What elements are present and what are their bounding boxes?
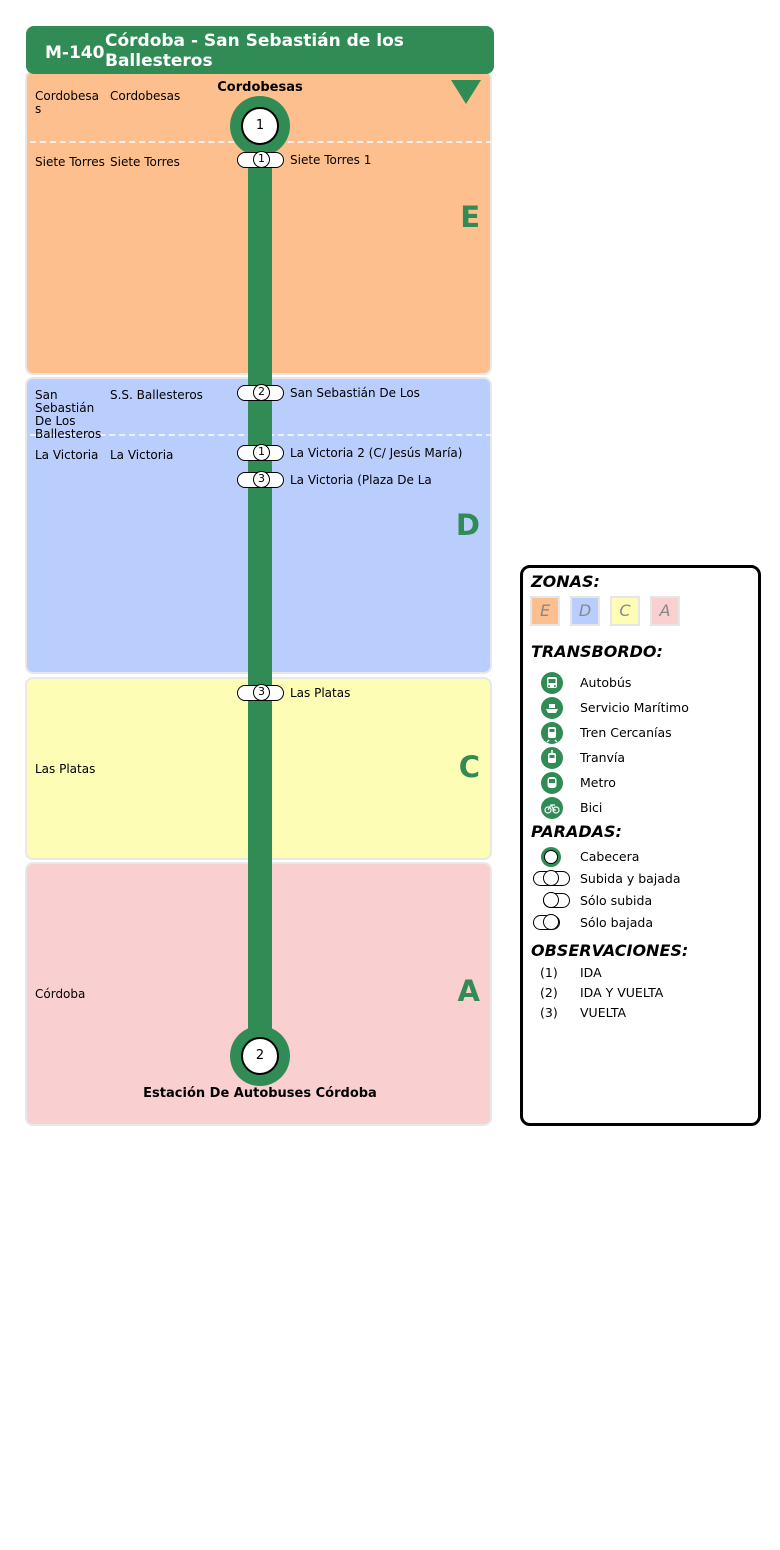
zone-letter: E (460, 200, 480, 234)
stop-marker[interactable]: 1 (237, 444, 284, 461)
bike-icon (541, 797, 563, 819)
locality-name: Siete Torres (110, 155, 180, 169)
transfer-label: Tren Cercanías (580, 725, 672, 740)
terminal-start-name: Cordobesas (217, 80, 303, 95)
train-icon (541, 722, 563, 744)
municipality-name: Cordobesas (35, 89, 100, 116)
legend-transbordo-title: TRANSBORDO: (531, 642, 663, 661)
stop-observation: 2 (253, 384, 270, 401)
line-code: M-140 (45, 43, 105, 63)
zone-letter: A (457, 974, 480, 1008)
stop-type-label: Cabecera (580, 849, 640, 864)
municipality-name: Siete Torres (35, 155, 105, 169)
stop-marker[interactable]: 2 (237, 384, 284, 401)
stop-label: Las Platas (290, 686, 351, 700)
stop-observation: 1 (253, 151, 270, 168)
observation-label: VUELTA (580, 1005, 627, 1020)
stop-marker[interactable]: 3 (237, 684, 284, 701)
terminal-start-number: 1 (241, 107, 279, 145)
legend-zone-swatch: E (530, 596, 560, 626)
municipality-name: Las Platas (35, 762, 96, 776)
legend-zone-swatch: D (570, 596, 600, 626)
transfer-label: Bici (580, 800, 603, 815)
stop-observation: 3 (253, 471, 270, 488)
zone-letter: C (458, 750, 480, 784)
terminal-end-number: 2 (241, 1037, 279, 1075)
legend-zonas-title: ZONAS: (531, 572, 600, 591)
observation-number: (1) (540, 965, 558, 980)
observation-number: (2) (540, 985, 558, 1000)
legend-paradas-title: PARADAS: (531, 822, 622, 841)
legend-observaciones-title: OBSERVACIONES: (531, 941, 689, 960)
stop-label: Siete Torres 1 (290, 153, 372, 167)
transfer-label: Autobús (580, 675, 632, 690)
municipality-name: San Sebastián De Los Ballesteros (35, 388, 102, 441)
locality-name: La Victoria (110, 448, 174, 462)
transfer-label: Servicio Marítimo (580, 700, 689, 715)
terminal-start[interactable]: 1 (230, 96, 290, 156)
tram-icon (541, 747, 563, 769)
line-title-bar: M-140 Córdoba - San Sebastián de los Bal… (26, 26, 494, 74)
municipality-name: Córdoba (35, 987, 86, 1001)
stop-label: La Victoria (Plaza De La (290, 473, 432, 487)
stop-observation: 1 (253, 444, 270, 461)
subida-bajada-icon (533, 870, 570, 886)
municipality-name: La Victoria (35, 448, 99, 462)
stop-observation: 3 (253, 684, 270, 701)
terminal-end-name: Estación De Autobuses Córdoba (143, 1086, 377, 1101)
legend-zone-swatch: C (610, 596, 640, 626)
route-line (248, 120, 272, 1060)
zone-letter: D (455, 508, 480, 542)
stop-type-label: Subida y bajada (580, 871, 681, 886)
terminal-end[interactable]: 2 (230, 1026, 290, 1086)
stop-type-label: Sólo bajada (580, 915, 653, 930)
observation-label: IDA Y VUELTA (580, 985, 664, 1000)
observation-number: (3) (540, 1005, 558, 1020)
stop-label: La Victoria 2 (C/ Jesús María) (290, 446, 463, 460)
line-name: Córdoba - San Sebastián de los Ballester… (105, 31, 404, 71)
transfer-label: Metro (580, 775, 616, 790)
metro-icon (541, 772, 563, 794)
observation-label: IDA (580, 965, 602, 980)
locality-name: S.S. Ballesteros (110, 388, 203, 402)
locality-name: Cordobesas (110, 89, 181, 103)
stop-marker[interactable]: 3 (237, 471, 284, 488)
bus-icon (541, 672, 563, 694)
solo-subida-icon (543, 892, 570, 908)
ferry-icon (541, 697, 563, 719)
stop-type-label: Sólo subida (580, 893, 653, 908)
legend-panel: ZONAS: E D C A TRANSBORDO: Autobús Servi… (520, 565, 761, 1126)
direction-arrow-icon (451, 80, 481, 104)
cabecera-icon (541, 847, 561, 867)
solo-bajada-icon (533, 914, 560, 930)
stop-label: San Sebastián De Los (290, 386, 420, 400)
legend-zone-swatch: A (650, 596, 680, 626)
transfer-label: Tranvía (580, 750, 626, 765)
stop-marker[interactable]: 1 (237, 151, 284, 168)
